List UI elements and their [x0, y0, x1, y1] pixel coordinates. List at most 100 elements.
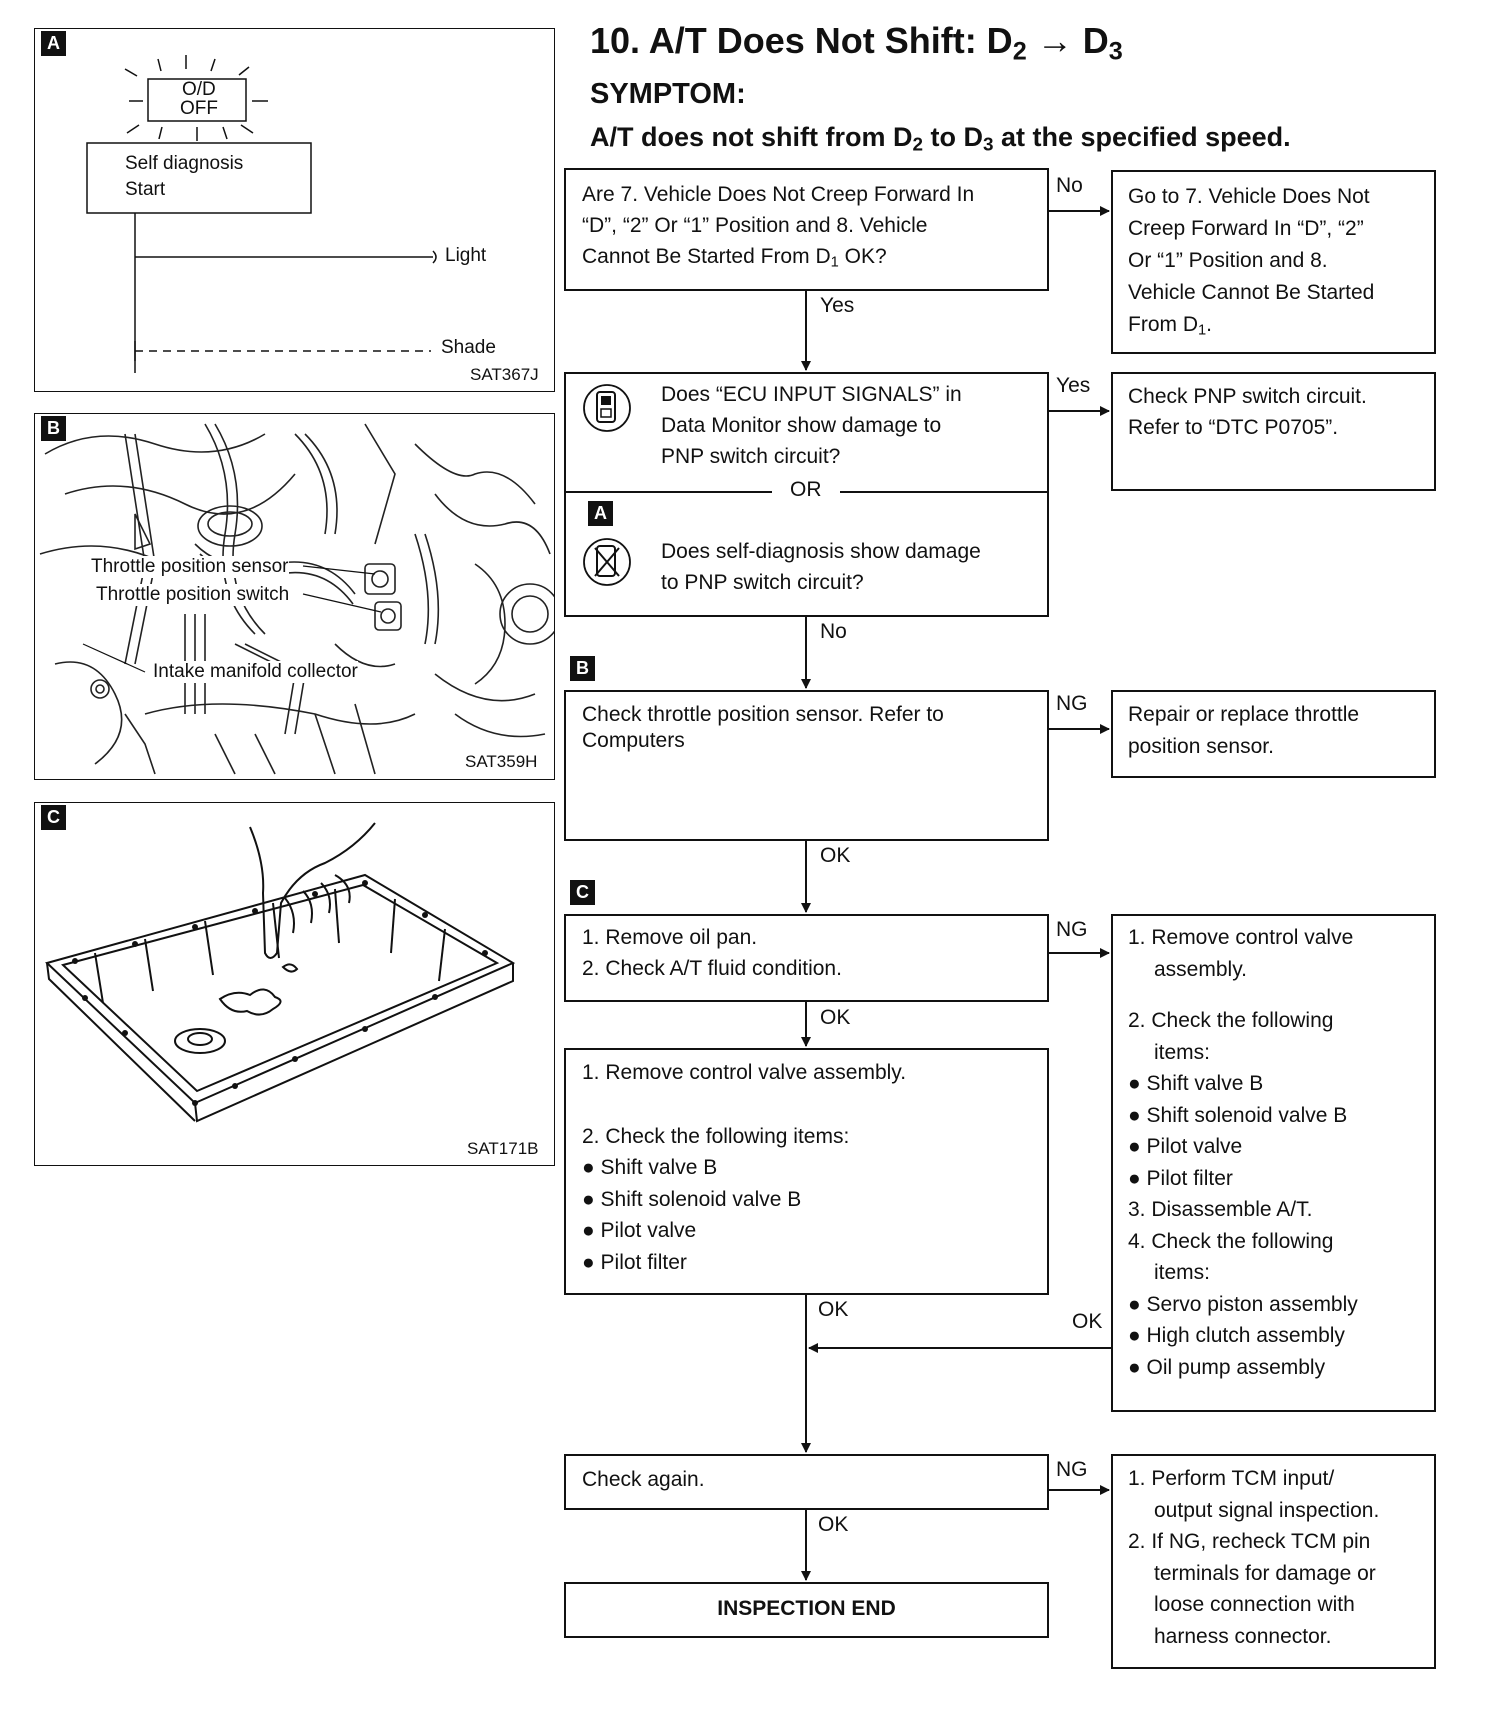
q1-no-line1: Go to 7. Vehicle Does Not [1128, 185, 1370, 208]
inspection-end-box [564, 1582, 1049, 1638]
symptom-text: A/T does not shift from D2 to D3 at the … [590, 122, 1291, 156]
q3-ng-line1: Repair or replace throttle [1128, 703, 1360, 726]
q2-yes-line2: Refer to “DTC P0705”. [1128, 416, 1339, 439]
q5-item: ● Pilot valve [582, 1219, 697, 1242]
q2-no-label: No [820, 620, 847, 643]
q3-badge-b: B [570, 656, 595, 681]
consult-tool-icon [583, 384, 631, 432]
q4-ng-list: 1. Remove control valve assembly. 2. Che… [1128, 922, 1358, 1383]
q4-ng-item: ● Pilot valve [1128, 1135, 1243, 1158]
panel-b-badge: B [41, 416, 66, 441]
lamp-text-line1: O/D [182, 79, 216, 100]
q6-ng-item: terminals for damage or [1154, 1561, 1376, 1585]
q4-ng-item: ● Pilot filter [1128, 1166, 1233, 1190]
shade-label: Shade [441, 337, 496, 358]
q6-ng-list: 1. Perform TCM input/ output signal insp… [1128, 1463, 1379, 1652]
q4-ng-item: assembly. [1154, 957, 1247, 981]
throttle-position-sensor-label: Throttle position sensor [91, 556, 289, 578]
q3-ng-line2: position sensor. [1128, 735, 1274, 758]
q5-box [564, 1048, 1049, 1295]
q2-yes-label: Yes [1056, 374, 1091, 397]
q4-ng-box [1111, 914, 1436, 1412]
q1-yes-label: Yes [820, 294, 855, 317]
panel-b-code: SAT359H [465, 752, 538, 772]
q4-ng-item: 4. Check the following [1128, 1229, 1334, 1253]
q5-item: ● Shift valve B [582, 1156, 718, 1179]
q5-item: 2. Check the following items: [582, 1124, 850, 1148]
q4-ng-item: items: [1154, 1261, 1211, 1284]
q4-line2: 2. Check A/T fluid condition. [582, 957, 842, 980]
q4-line1: 1. Remove oil pan. [582, 926, 758, 949]
q4-ng-label: NG [1056, 918, 1088, 941]
q1-box [564, 168, 1049, 291]
q5-ok-label: OK [818, 1298, 849, 1321]
q1-no-line4: Vehicle Cannot Be Started [1128, 281, 1375, 304]
q6-ng-item: 1. Perform TCM input/ [1128, 1467, 1335, 1490]
q4-ng-item: ● High clutch assembly [1128, 1324, 1345, 1347]
q3-ng-box [1111, 690, 1436, 778]
panel-c-code: SAT171B [467, 1139, 539, 1158]
q1-no-box [1111, 170, 1436, 354]
q1-line2: “D”, “2” Or “1” Position and 8. Vehicle [582, 214, 928, 237]
q5-item: ● Shift solenoid valve B [582, 1187, 802, 1211]
oil-pan-illustration [45, 822, 516, 1123]
q4-ng-item: 1. Remove control valve [1128, 926, 1354, 949]
panel-b: B Throttle position sensor Throttle posi… [34, 413, 555, 780]
q4-ng-item: 2. Check the following [1128, 1009, 1334, 1032]
q5-item: ● Pilot filter [582, 1250, 687, 1274]
q6-ng-item: 2. If NG, recheck TCM pin [1128, 1530, 1371, 1553]
panel-a-badge: A [41, 31, 66, 56]
q1-no-label: No [1056, 174, 1083, 197]
panel-c-badge: C [41, 805, 66, 830]
q4-ng-ok-label: OK [1072, 1310, 1103, 1333]
q2-line1: Does “ECU INPUT SIGNALS” in [661, 383, 962, 406]
q6-ok-label: OK [818, 1513, 849, 1536]
q2-line2: Data Monitor show damage to [661, 414, 942, 437]
q2-yes-line1: Check PNP switch circuit. [1128, 385, 1367, 408]
q6-text: Check again. [582, 1468, 705, 1491]
q4-ok-label: OK [820, 1006, 851, 1029]
q6-ng-item: output signal inspection. [1154, 1498, 1380, 1522]
no-tool-icon [583, 538, 631, 586]
page-title: 10. A/T Does Not Shift: D2 → D3 [590, 20, 1123, 66]
q4-badge-c: C [570, 880, 595, 905]
q1-line1: Are 7. Vehicle Does Not Creep Forward In [582, 183, 975, 206]
panel-a-code: SAT367J [470, 365, 539, 384]
q1-line3: Cannot Be Started From D1 OK? [582, 245, 887, 271]
start-label: Start [125, 179, 166, 200]
q4-ng-item: ● Shift valve B [1128, 1072, 1264, 1095]
q1-no-line5: From D1. [1128, 313, 1213, 339]
q2-or-label: OR [790, 478, 822, 501]
q4-box [564, 914, 1049, 1002]
q2-line4: Does self-diagnosis show damage [661, 540, 981, 563]
q5-item: 1. Remove control valve assembly. [582, 1061, 907, 1084]
q6-ng-item: loose connection with [1154, 1593, 1355, 1616]
q3-ng-label: NG [1056, 692, 1088, 715]
q2-line3: PNP switch circuit? [661, 445, 841, 468]
q6-ng-box [1111, 1454, 1436, 1669]
inspection-end-label: INSPECTION END [717, 1597, 896, 1620]
throttle-position-switch-label: Throttle position switch [96, 584, 290, 606]
q2-badge-a: A [588, 501, 613, 526]
symptom-heading: SYMPTOM: [590, 78, 746, 110]
q6-ng-item: harness connector. [1154, 1624, 1332, 1648]
q2-yes-box [1111, 372, 1436, 491]
q4-ng-item: ● Oil pump assembly [1128, 1355, 1326, 1379]
q2-or-bg [772, 478, 840, 504]
q4-ng-item: items: [1154, 1040, 1211, 1064]
q4-ng-item: ● Servo piston assembly [1128, 1292, 1358, 1316]
q4-ng-item [1128, 985, 1358, 1005]
q3-ok-label: OK [820, 844, 851, 867]
q6-ng-label: NG [1056, 1458, 1088, 1481]
panel-c: C SAT171B [34, 802, 555, 1166]
light-label: Light [445, 245, 487, 266]
q5-item [582, 1089, 906, 1121]
q3-line1: Check throttle position sensor. Refer to [582, 703, 944, 726]
q4-ng-item: 3. Disassemble A/T. [1128, 1198, 1313, 1221]
q5-list: 1. Remove control valve assembly. 2. Che… [582, 1057, 906, 1278]
intake-manifold-collector-label: Intake manifold collector [153, 661, 358, 683]
panel-a-diagram [86, 55, 437, 373]
q1-no-line2: Creep Forward In “D”, “2” [1128, 217, 1364, 240]
q1-no-line3: Or “1” Position and 8. [1128, 249, 1328, 272]
